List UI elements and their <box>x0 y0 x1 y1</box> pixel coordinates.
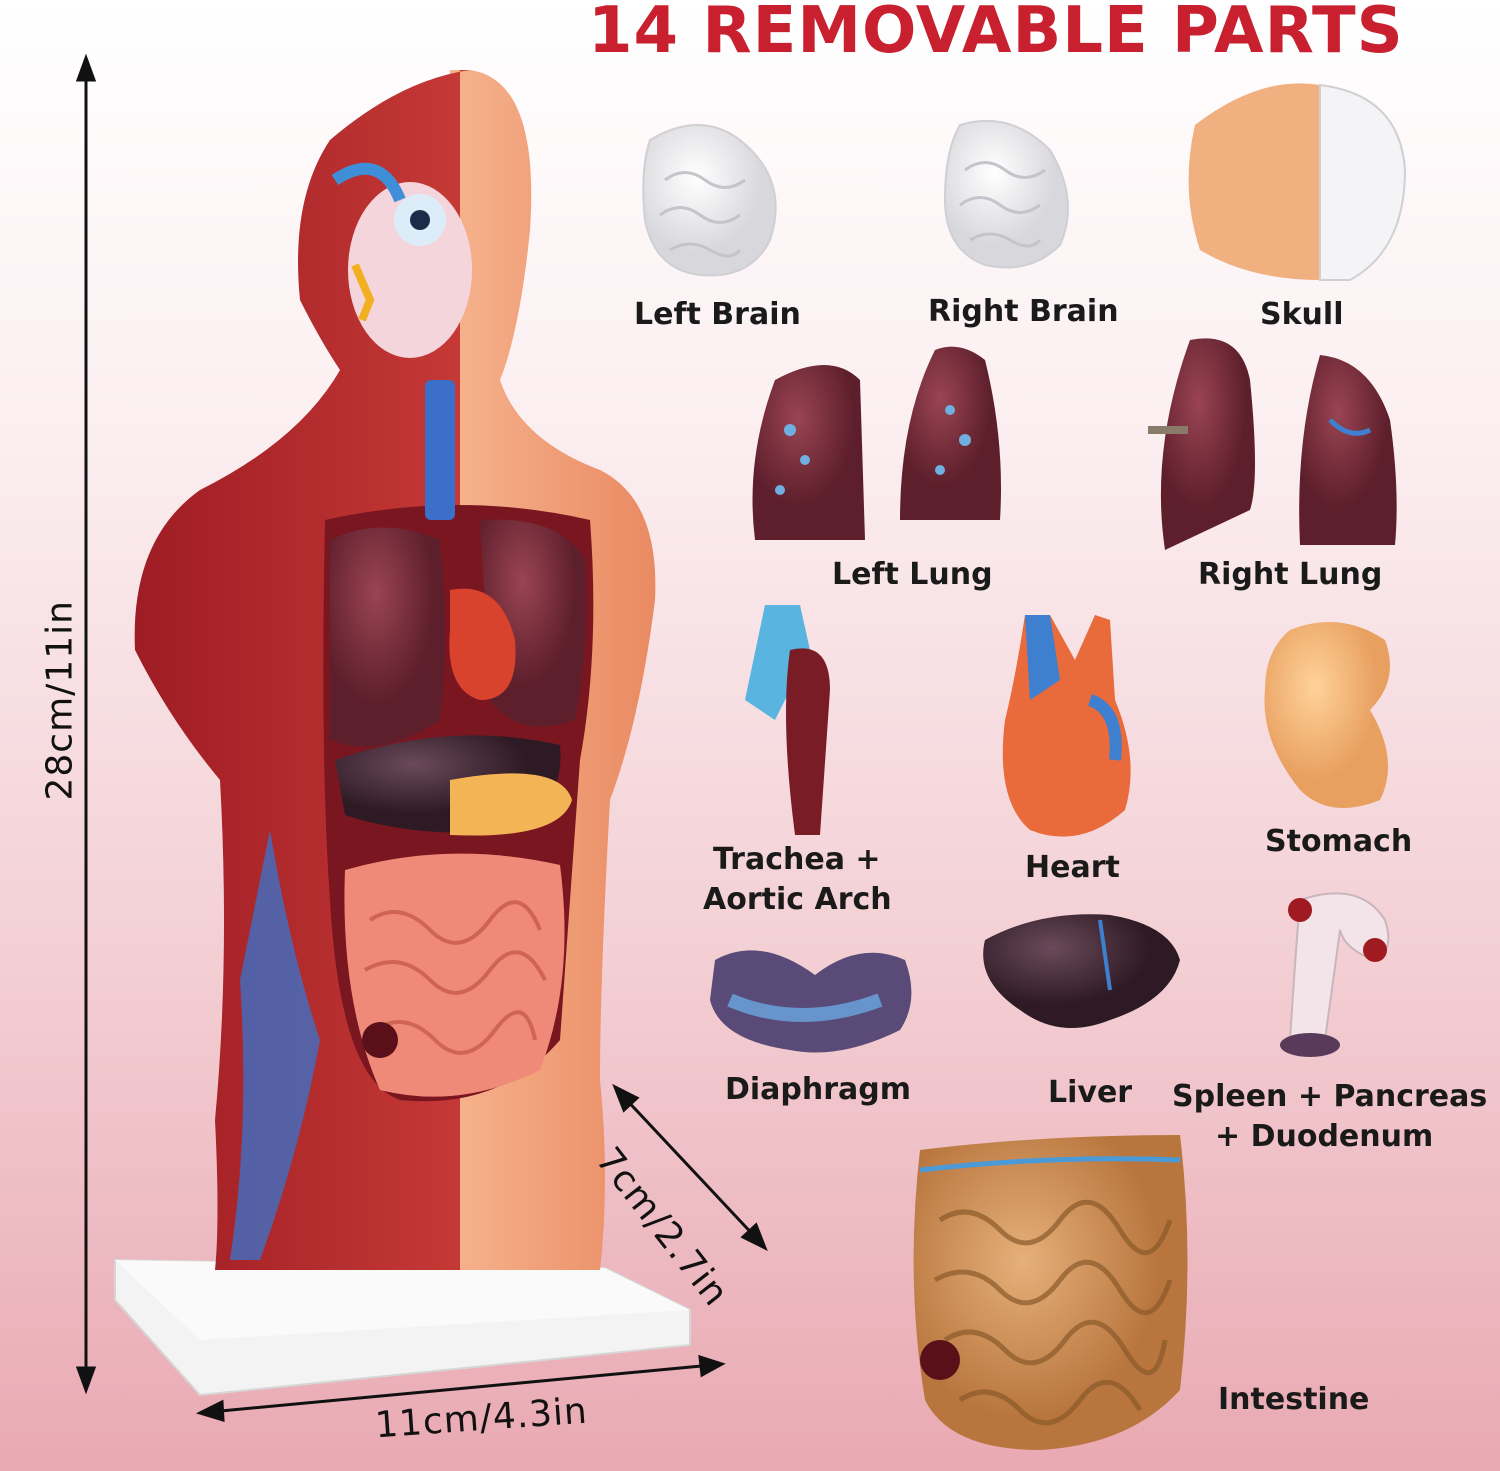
spleen-pancreas-duodenum-part <box>1280 892 1390 1057</box>
label-right-lung: Right Lung <box>1198 557 1383 592</box>
label-left-lung: Left Lung <box>832 557 993 592</box>
label-spleen-line2: + Duodenum <box>1215 1119 1434 1154</box>
label-left-brain: Left Brain <box>634 297 801 332</box>
skull-part <box>1188 83 1407 281</box>
height-arrow <box>75 53 97 1395</box>
intestine-part <box>913 1135 1188 1450</box>
label-trachea-line1: Trachea + <box>713 842 881 877</box>
heart-part <box>1002 615 1131 837</box>
torso-model <box>134 70 656 1270</box>
label-intestine: Intestine <box>1218 1382 1370 1417</box>
label-spleen-line1: Spleen + Pancreas <box>1172 1079 1488 1114</box>
label-right-brain: Right Brain <box>928 294 1119 329</box>
dimension-height-label: 28cm/11in <box>39 600 81 801</box>
label-skull: Skull <box>1260 297 1344 332</box>
headline: 14 REMOVABLE PARTS <box>588 0 1404 68</box>
diaphragm-part <box>710 950 912 1053</box>
label-stomach: Stomach <box>1265 824 1413 859</box>
label-heart: Heart <box>1025 850 1120 885</box>
trachea-aortic-arch-part <box>745 605 830 835</box>
liver-part <box>983 914 1180 1028</box>
right-lung-part <box>1148 338 1397 550</box>
label-diaphragm: Diaphragm <box>725 1072 912 1107</box>
left-lung-part <box>752 346 1001 540</box>
width-arrow <box>195 1354 726 1423</box>
display-base <box>114 1258 691 1397</box>
depth-arrow <box>612 1083 768 1252</box>
left-brain-part <box>642 124 777 277</box>
label-trachea-line2: Aortic Arch <box>703 882 892 917</box>
right-brain-part <box>943 119 1069 269</box>
stomach-part <box>1264 622 1390 808</box>
label-liver: Liver <box>1048 1075 1133 1110</box>
